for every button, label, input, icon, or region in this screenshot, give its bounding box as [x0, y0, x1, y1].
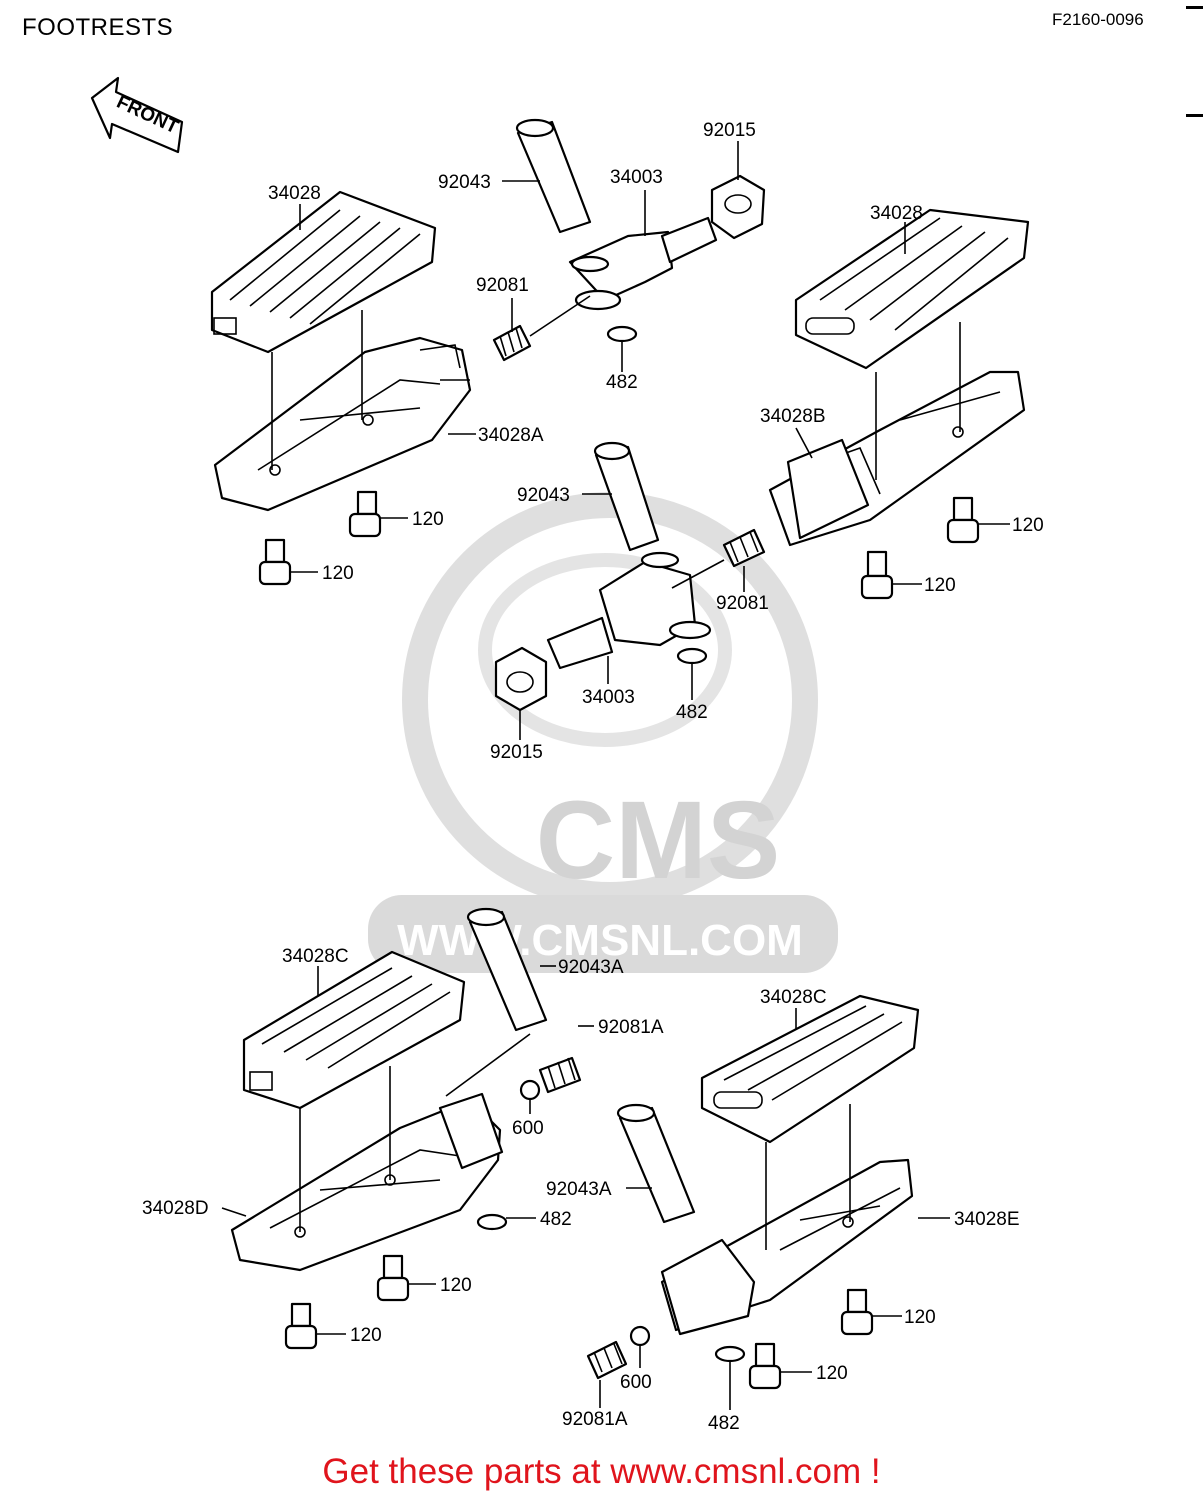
washer-lower-left: [476, 1213, 508, 1231]
part-label: 120: [322, 563, 354, 584]
part-label: 34003: [610, 167, 663, 188]
part-label: 600: [620, 1372, 652, 1393]
nut-top: [710, 174, 766, 240]
part-label: 92043: [438, 172, 491, 193]
part-label: 482: [676, 702, 708, 723]
footpeg-holder-middle: [546, 551, 712, 670]
bolt-lower-left-2: [284, 1302, 318, 1350]
edge-marker: [1186, 6, 1203, 9]
part-label: 482: [708, 1413, 740, 1434]
part-label: 92081A: [598, 1017, 664, 1038]
footrest-rubber-lower-left: [242, 950, 466, 1110]
pivot-pin-middle: [593, 441, 660, 552]
edge-marker: [1186, 114, 1203, 117]
footrest-bracket-upper-right: [768, 370, 1026, 547]
bolt-upper-left-1: [348, 490, 382, 538]
part-label: 120: [904, 1307, 936, 1328]
ball-lower-left: [519, 1079, 541, 1101]
part-label: 600: [512, 1118, 544, 1139]
spring-lower-left: [538, 1056, 582, 1094]
footrest-bracket-lower-left: [230, 1092, 504, 1272]
footrest-rubber-upper-right: [794, 208, 1030, 370]
footrest-rubber-upper-left: [210, 190, 437, 354]
watermark-brand: CMS: [536, 779, 780, 902]
spring-middle: [671, 528, 766, 589]
part-label: 120: [412, 509, 444, 530]
part-label: 34028A: [478, 425, 544, 446]
washer-middle: [676, 647, 708, 665]
part-label: 34028: [870, 203, 923, 224]
part-label: 92043A: [558, 957, 624, 978]
pivot-pin-lower-right: [616, 1103, 696, 1224]
footer-link[interactable]: Get these parts at www.cmsnl.com !: [322, 1452, 881, 1491]
part-label: 92015: [490, 742, 543, 763]
bolt-lower-right-2: [748, 1342, 782, 1390]
watermark-url: WWW.CMSNL.COM: [397, 916, 803, 965]
part-label: 92081: [476, 275, 529, 296]
part-label: 34028D: [142, 1198, 209, 1219]
bolt-upper-left-2: [258, 538, 292, 586]
part-label: 34028B: [760, 406, 826, 427]
leader-lines: [221, 141, 1010, 1410]
part-label: 34003: [582, 687, 635, 708]
bolt-upper-right-2: [860, 550, 894, 600]
part-label: 120: [1012, 515, 1044, 536]
pivot-pin-top: [515, 118, 592, 234]
ball-lower-right: [629, 1325, 651, 1347]
part-label: 120: [350, 1325, 382, 1346]
bolt-lower-right-1: [840, 1288, 874, 1336]
washer-top: [606, 325, 638, 343]
bolt-lower-left-1: [376, 1254, 410, 1302]
nut-middle: [494, 646, 548, 712]
part-label: 120: [924, 575, 956, 596]
part-label: 120: [440, 1275, 472, 1296]
front-arrow-icon: FRONT: [90, 76, 184, 154]
part-label: 482: [606, 372, 638, 393]
washer-lower-right: [714, 1345, 746, 1363]
watermark-logo: CMS WWW.CMSNL.COM: [368, 492, 838, 973]
part-label: 482: [540, 1209, 572, 1230]
part-label: 92043: [517, 485, 570, 506]
part-label: 34028C: [282, 946, 349, 967]
part-label: 92081: [716, 593, 769, 614]
bolt-upper-right-1: [946, 496, 980, 544]
part-label: 34028: [268, 183, 321, 204]
part-label: 92043A: [546, 1179, 612, 1200]
part-label: 92015: [703, 120, 756, 141]
spring-top: [492, 295, 591, 362]
part-labels: 34028 92043 34003 92015 34028 92081 482 …: [142, 120, 1044, 1434]
diagram-code: F2160-0096: [1052, 10, 1144, 29]
spring-lower-right: [586, 1340, 628, 1380]
part-label: 120: [816, 1363, 848, 1384]
footrest-rubber-lower-right: [700, 994, 920, 1144]
pivot-pin-lower-left: [445, 907, 548, 1097]
part-label: 34028C: [760, 987, 827, 1008]
footrest-bracket-upper-left: [213, 336, 472, 512]
part-label: 34028E: [954, 1209, 1020, 1230]
part-label: 92081A: [562, 1409, 628, 1430]
footrest-bracket-lower-right: [660, 1158, 914, 1336]
diagram-title: FOOTRESTS: [22, 14, 174, 41]
footpeg-holder-top: [568, 216, 718, 311]
